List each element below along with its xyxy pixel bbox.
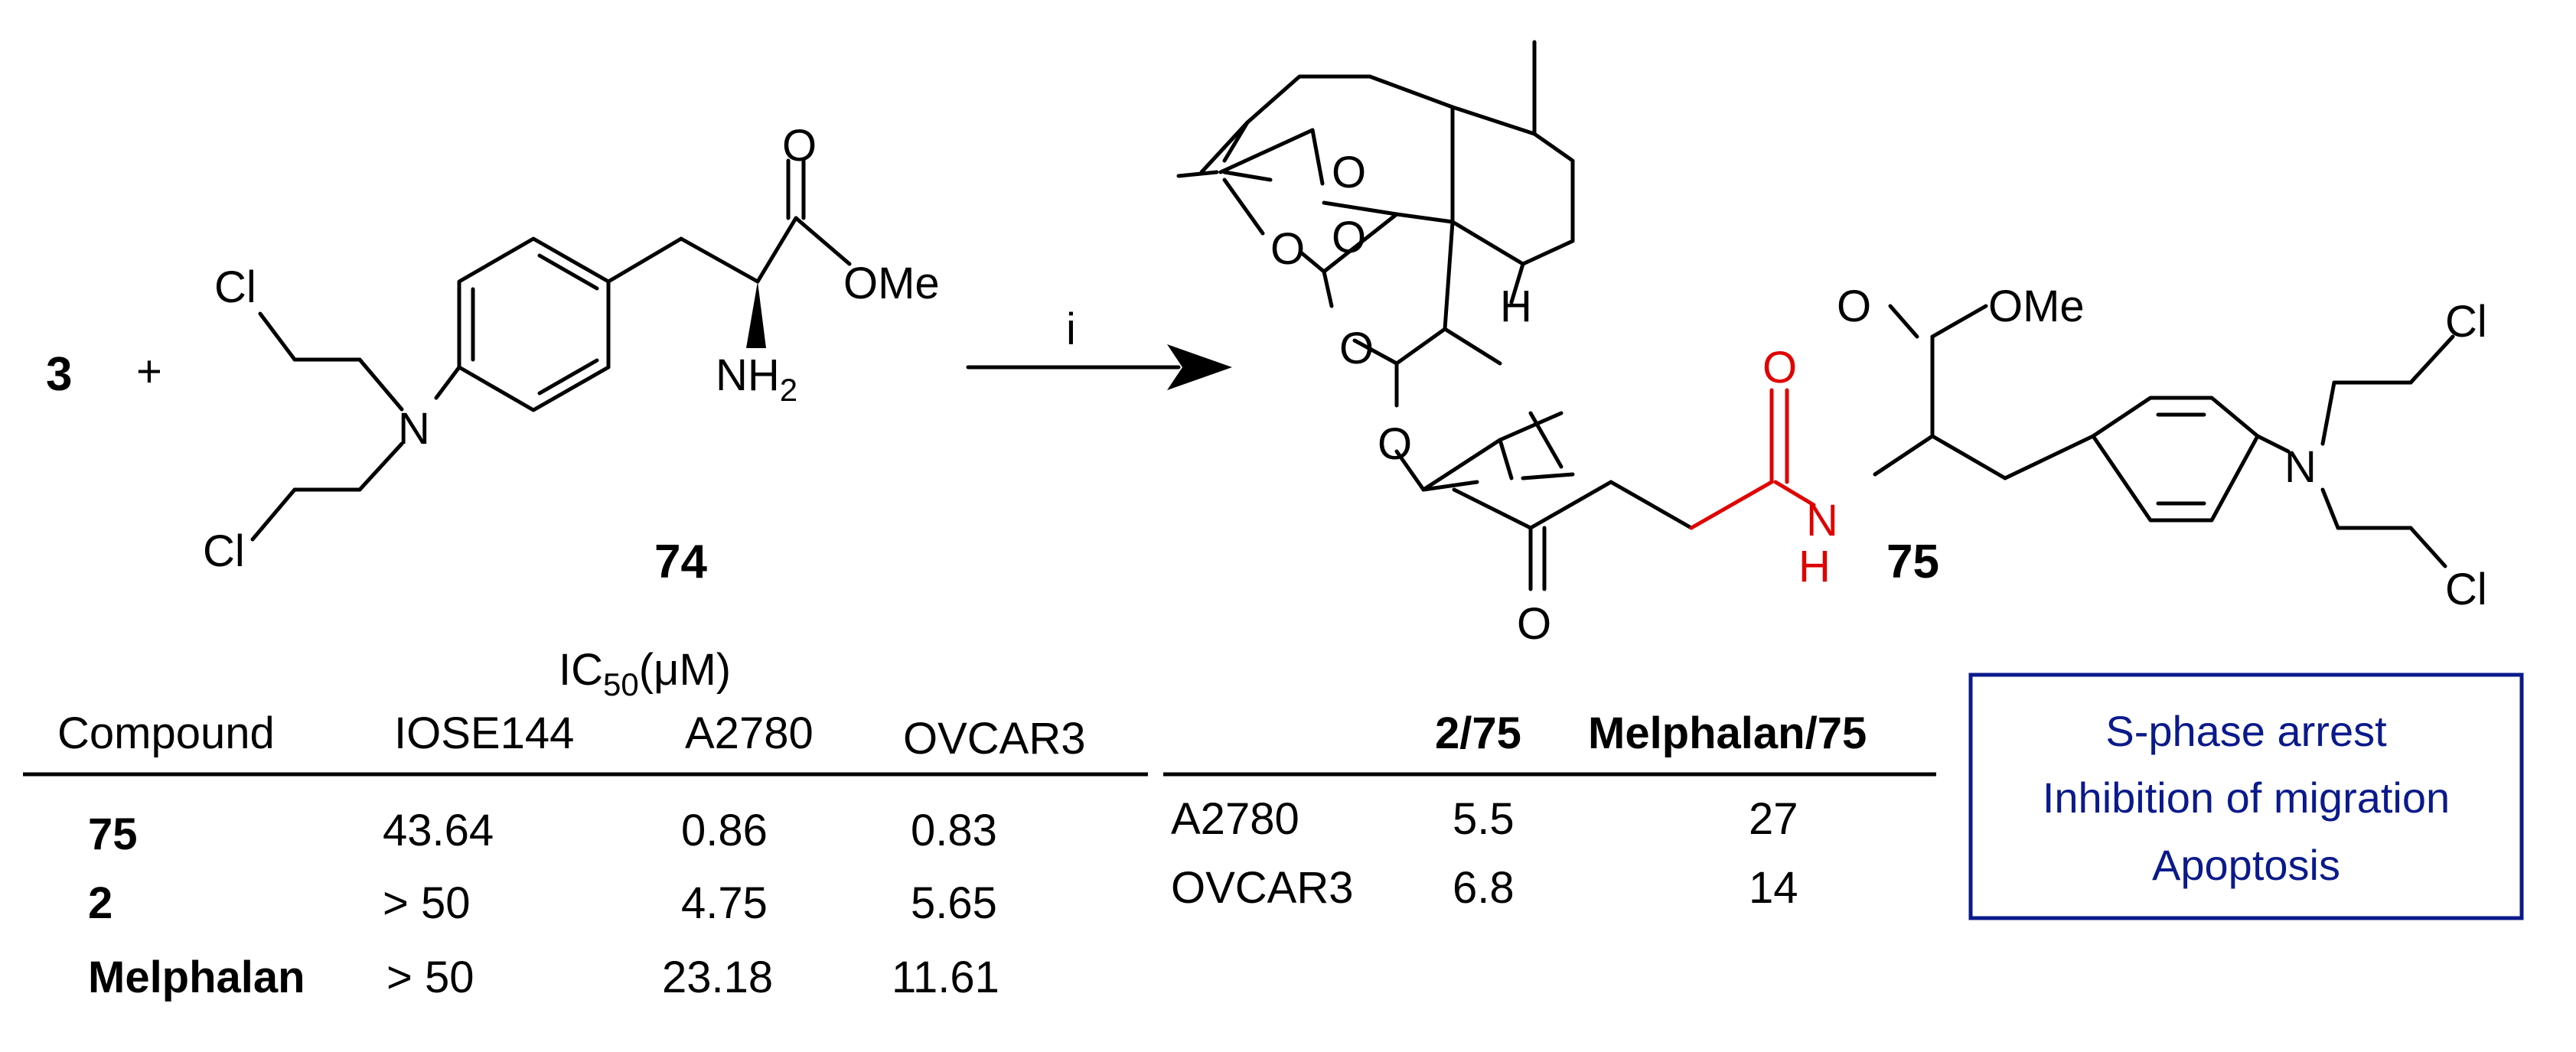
ratio-row-ovcar3-2-75: 6.8 bbox=[1453, 863, 1515, 913]
nh2-main: NH bbox=[716, 350, 780, 400]
ic50-header-compound: Compound bbox=[57, 708, 275, 758]
ic50-row-2-compound: 2 bbox=[88, 878, 112, 928]
ic50-row-75-iose144: 43.64 bbox=[383, 806, 494, 855]
compound-75-structure bbox=[1176, 40, 2455, 591]
compound-74-structure bbox=[250, 158, 852, 542]
atom-cl: Cl bbox=[2445, 565, 2487, 614]
ic50-header-a2780: A2780 bbox=[685, 708, 814, 758]
effects-box bbox=[1968, 673, 2524, 920]
ic50-row-melphalan-a2780: 23.18 bbox=[662, 953, 773, 1002]
ratio-row-ovcar3-label: OVCAR3 bbox=[1171, 863, 1354, 913]
ic50-title-unit: (μM) bbox=[639, 645, 731, 695]
atom-ome: OMe bbox=[843, 259, 940, 308]
atom-o: O bbox=[1517, 599, 1551, 649]
ic50-header-ovcar3: OVCAR3 bbox=[903, 714, 1086, 764]
ratio-row-a2780-2-75: 5.5 bbox=[1453, 794, 1515, 844]
atom-o: O bbox=[1332, 213, 1366, 262]
compound-75-label: 75 bbox=[1886, 536, 1939, 588]
ic50-row-melphalan-iose144: > 50 bbox=[386, 953, 474, 1002]
ic50-table-title: IC50(μM) bbox=[559, 645, 731, 702]
ratio-header-melphalan-75: Melphalan/75 bbox=[1588, 708, 1867, 758]
ic50-row-2-a2780: 4.75 bbox=[681, 878, 768, 928]
ic50-row-2-iose144: > 50 bbox=[383, 878, 471, 928]
ic50-row-75-a2780: 0.86 bbox=[681, 806, 768, 855]
ic50-title-sub: 50 bbox=[603, 666, 639, 702]
atom-o: O bbox=[782, 121, 817, 171]
plus-sign: + bbox=[136, 347, 162, 396]
atom-h: H bbox=[1500, 282, 1532, 331]
ratio-row-a2780-melphalan-75: 27 bbox=[1749, 794, 1798, 844]
atom-o: O bbox=[1332, 148, 1366, 197]
ic50-row-melphalan-ovcar3: 11.61 bbox=[892, 953, 999, 1002]
atom-cl: Cl bbox=[214, 262, 256, 312]
ic50-row-75-ovcar3: 0.83 bbox=[911, 806, 997, 855]
atom-o: O bbox=[1339, 324, 1374, 373]
ic50-row-melphalan-compound: Melphalan bbox=[88, 953, 305, 1002]
atom-n: N bbox=[2284, 442, 2317, 492]
ic50-title-main: IC bbox=[559, 645, 603, 695]
reaction-arrow-head bbox=[1167, 344, 1232, 390]
nh2-subscript: 2 bbox=[780, 372, 797, 408]
atom-cl: Cl bbox=[2445, 297, 2487, 347]
atom-ome: OMe bbox=[1988, 282, 2085, 331]
atom-o: O bbox=[1270, 224, 1305, 274]
effects-line-migration: Inhibition of migration bbox=[2043, 774, 2450, 822]
ratio-header-2-75: 2/75 bbox=[1435, 708, 1521, 758]
atom-o: O bbox=[1837, 282, 1871, 331]
ic50-row-75-compound: 75 bbox=[88, 809, 138, 859]
ic50-row-2-ovcar3: 5.65 bbox=[911, 878, 997, 928]
atom-n-amide: N bbox=[1806, 496, 1838, 546]
reaction-condition: i bbox=[1066, 305, 1076, 354]
atom-n: N bbox=[398, 404, 430, 454]
effects-line-apoptosis: Apoptosis bbox=[2152, 841, 2340, 889]
compound-74-label: 74 bbox=[654, 536, 707, 588]
ratio-row-ovcar3-melphalan-75: 14 bbox=[1749, 863, 1798, 913]
reactant-3-label: 3 bbox=[46, 348, 72, 401]
atom-h-amide: H bbox=[1798, 542, 1831, 591]
atom-nh2: NH2 bbox=[716, 350, 797, 408]
ic50-header-iose144: IOSE144 bbox=[394, 708, 574, 758]
atom-o-amide: O bbox=[1762, 343, 1797, 392]
atom-o: O bbox=[1378, 419, 1412, 469]
atom-cl: Cl bbox=[203, 526, 245, 576]
effects-line-s-phase: S-phase arrest bbox=[2105, 707, 2387, 755]
ratio-row-a2780-label: A2780 bbox=[1171, 794, 1299, 844]
